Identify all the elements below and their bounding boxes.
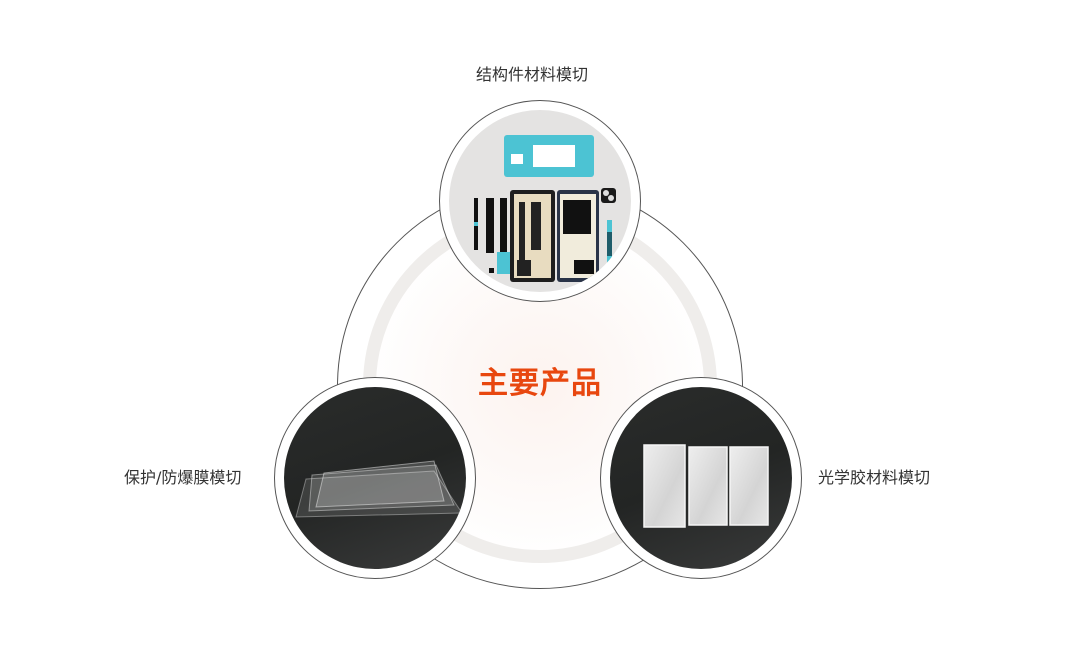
node-structural[interactable] <box>439 100 641 302</box>
node-optical[interactable] <box>600 377 802 579</box>
node-protective[interactable] <box>274 377 476 579</box>
protective-film-image <box>284 387 466 569</box>
node-label-optical: 光学胶材料模切 <box>818 468 931 487</box>
node-label-protective: 保护/防爆膜模切 <box>124 468 242 487</box>
phone-parts-icon <box>474 135 616 282</box>
node-label-structural: 结构件材料模切 <box>476 65 589 84</box>
optical-adhesive-image <box>610 387 792 569</box>
adhesive-sheets-icon <box>643 444 769 528</box>
film-sheets-icon <box>295 460 463 518</box>
structural-parts-image <box>449 110 631 292</box>
center-title: 主要产品 <box>478 366 602 401</box>
